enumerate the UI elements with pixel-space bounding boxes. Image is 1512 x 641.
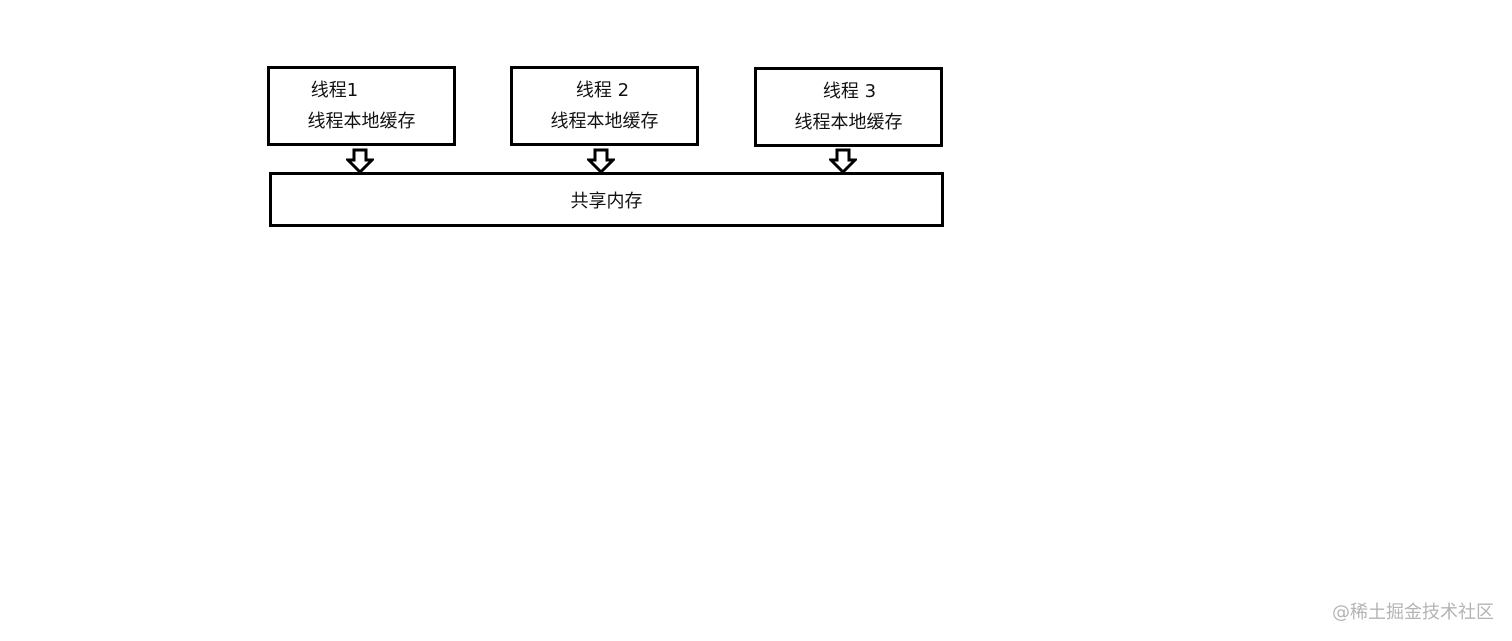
thread-2-title: 线程 2 xyxy=(575,79,630,101)
watermark: @稀土掘金技术社区 xyxy=(1332,602,1494,623)
down-arrow-icon xyxy=(587,148,615,174)
down-arrow-icon xyxy=(829,148,857,174)
thread-1-box: 线程1 线程本地缓存 xyxy=(267,66,456,146)
thread-2-cache-label: 线程本地缓存 xyxy=(550,110,659,132)
thread-3-title: 线程 3 xyxy=(822,80,877,102)
shared-memory-label: 共享内存 xyxy=(570,190,643,212)
thread-3-cache-label: 线程本地缓存 xyxy=(794,111,903,133)
thread-3-box: 线程 3 线程本地缓存 xyxy=(754,67,943,147)
thread-2-box: 线程 2 线程本地缓存 xyxy=(510,66,699,146)
down-arrow-icon xyxy=(346,148,374,174)
thread-1-title: 线程1 xyxy=(310,79,359,101)
thread-1-cache-label: 线程本地缓存 xyxy=(307,110,416,132)
shared-memory-box: 共享内存 xyxy=(269,172,944,227)
